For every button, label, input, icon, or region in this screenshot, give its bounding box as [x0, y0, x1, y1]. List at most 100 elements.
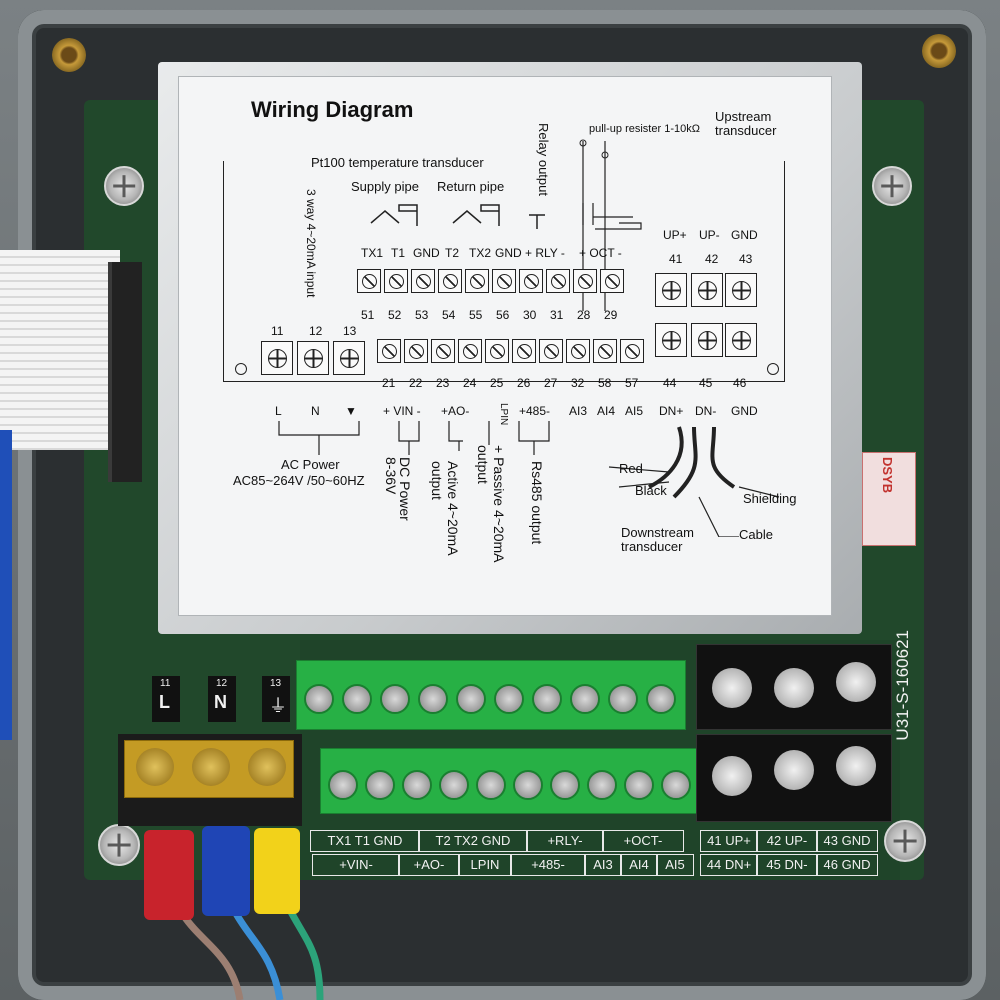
terminal-13: [333, 341, 365, 375]
active-420-label: Active 4~20mA: [445, 461, 461, 556]
screw-46: [836, 746, 876, 786]
return-pipe-label: Return pipe: [437, 179, 505, 194]
terminal-32: [566, 339, 590, 363]
silk-44-dn-plus: 44 DN+: [700, 854, 758, 876]
num-54: 54: [442, 308, 456, 322]
silk-46-gnd: 46 GND: [816, 854, 878, 876]
num-52: 52: [388, 308, 402, 322]
label-gnd1: GND: [413, 246, 440, 260]
silk-ai5: AI5: [656, 854, 694, 876]
num-57: 57: [625, 376, 639, 390]
terminal-53: [411, 269, 435, 293]
power-screw-n: [192, 748, 230, 786]
num-12: 12: [309, 324, 323, 338]
pullup-label: pull-up resister 1-10kΩ: [589, 123, 700, 135]
screw-45: [774, 750, 814, 790]
num-32: 32: [571, 376, 585, 390]
label-ai4: AI4: [597, 404, 616, 418]
active-output-label: output: [429, 461, 445, 500]
label-oct: + OCT -: [579, 246, 622, 260]
diagram-title: Wiring Diagram: [251, 97, 414, 122]
label-ai3: AI3: [569, 404, 588, 418]
screw-41: [712, 668, 752, 708]
terminal-22: [404, 339, 428, 363]
label-tx1: TX1: [361, 246, 384, 260]
pcb-screw-bottom-right: [884, 820, 926, 862]
green-screw-lower: [365, 770, 395, 800]
terminal-29: [600, 269, 624, 293]
silk-vin: +VIN-: [312, 854, 400, 876]
terminal-11: [261, 341, 293, 375]
label-t1: T1: [391, 246, 406, 260]
power-num-11: 11: [160, 678, 171, 689]
num-46: 46: [733, 376, 747, 390]
silk-45-dn-minus: 45 DN-: [756, 854, 818, 876]
pt100-title: Pt100 temperature transducer: [311, 155, 484, 170]
silk-ao: +AO-: [398, 854, 460, 876]
num-26: 26: [517, 376, 531, 390]
passive-420-label: + Passive 4~20mA: [491, 445, 507, 563]
silk-ai4: AI4: [620, 854, 658, 876]
pcb-screw-bottom-left: [98, 824, 140, 866]
label-ai5: AI5: [625, 404, 644, 418]
sticker-text: DSYB: [880, 457, 895, 494]
label-up-gnd: GND: [731, 228, 758, 242]
corner-insert-top-right: [922, 34, 956, 68]
shielding-label: Shielding: [743, 491, 797, 506]
terminal-27: [539, 339, 563, 363]
num-31: 31: [550, 308, 564, 322]
num-13: 13: [343, 324, 357, 338]
rs485-output-label: Rs485 output: [529, 461, 545, 545]
power-num-12: 12: [216, 678, 228, 689]
label-485: +485-: [519, 404, 551, 418]
num-11: 11: [271, 324, 284, 338]
ground-arrow-icon: ▼: [345, 404, 357, 418]
num-27: 27: [544, 376, 558, 390]
ribbon-cable: [0, 250, 120, 450]
terminal-25: [485, 339, 509, 363]
screw-42: [774, 668, 814, 708]
green-screw-lower: [402, 770, 432, 800]
terminal-43: [725, 273, 757, 307]
terminal-55: [465, 269, 489, 293]
green-screw-upper: [608, 684, 638, 714]
module-outline: [223, 161, 785, 382]
green-screw-upper: [304, 684, 334, 714]
label-ao: +AO-: [441, 404, 470, 418]
terminal-58: [593, 339, 617, 363]
green-screw-lower: [661, 770, 691, 800]
green-screw-upper: [342, 684, 372, 714]
terminal-21: [377, 339, 401, 363]
green-screw-lower: [513, 770, 543, 800]
num-23: 23: [436, 376, 450, 390]
terminal-44: [655, 323, 687, 357]
terminal-31: [546, 269, 570, 293]
num-28: 28: [577, 308, 591, 322]
green-screw-lower: [624, 770, 654, 800]
num-24: 24: [463, 376, 477, 390]
power-screw-ground: [248, 748, 286, 786]
blue-panel-edge: [0, 430, 12, 740]
terminal-26: [512, 339, 536, 363]
downstream-label: Downstream: [621, 525, 694, 540]
terminal-28: [573, 269, 597, 293]
num-53: 53: [415, 308, 429, 322]
label-vin: + VIN -: [383, 404, 421, 418]
terminal-42: [691, 273, 723, 307]
label-gnd3: GND: [731, 404, 758, 418]
num-22: 22: [409, 376, 423, 390]
num-43: 43: [739, 252, 753, 266]
terminal-23: [431, 339, 455, 363]
green-screw-upper: [532, 684, 562, 714]
power-label-n: 12 N: [208, 676, 236, 722]
label-rly: + RLY -: [525, 246, 565, 260]
green-screw-upper: [456, 684, 486, 714]
terminal-51: [357, 269, 381, 293]
terminal-24: [458, 339, 482, 363]
silk-rly: +RLY-: [526, 830, 604, 852]
green-screw-upper: [646, 684, 676, 714]
red-label: Red: [619, 461, 643, 476]
pcb-screw-top-right: [872, 166, 912, 206]
num-44: 44: [663, 376, 677, 390]
passive-output-label: output: [475, 445, 491, 484]
